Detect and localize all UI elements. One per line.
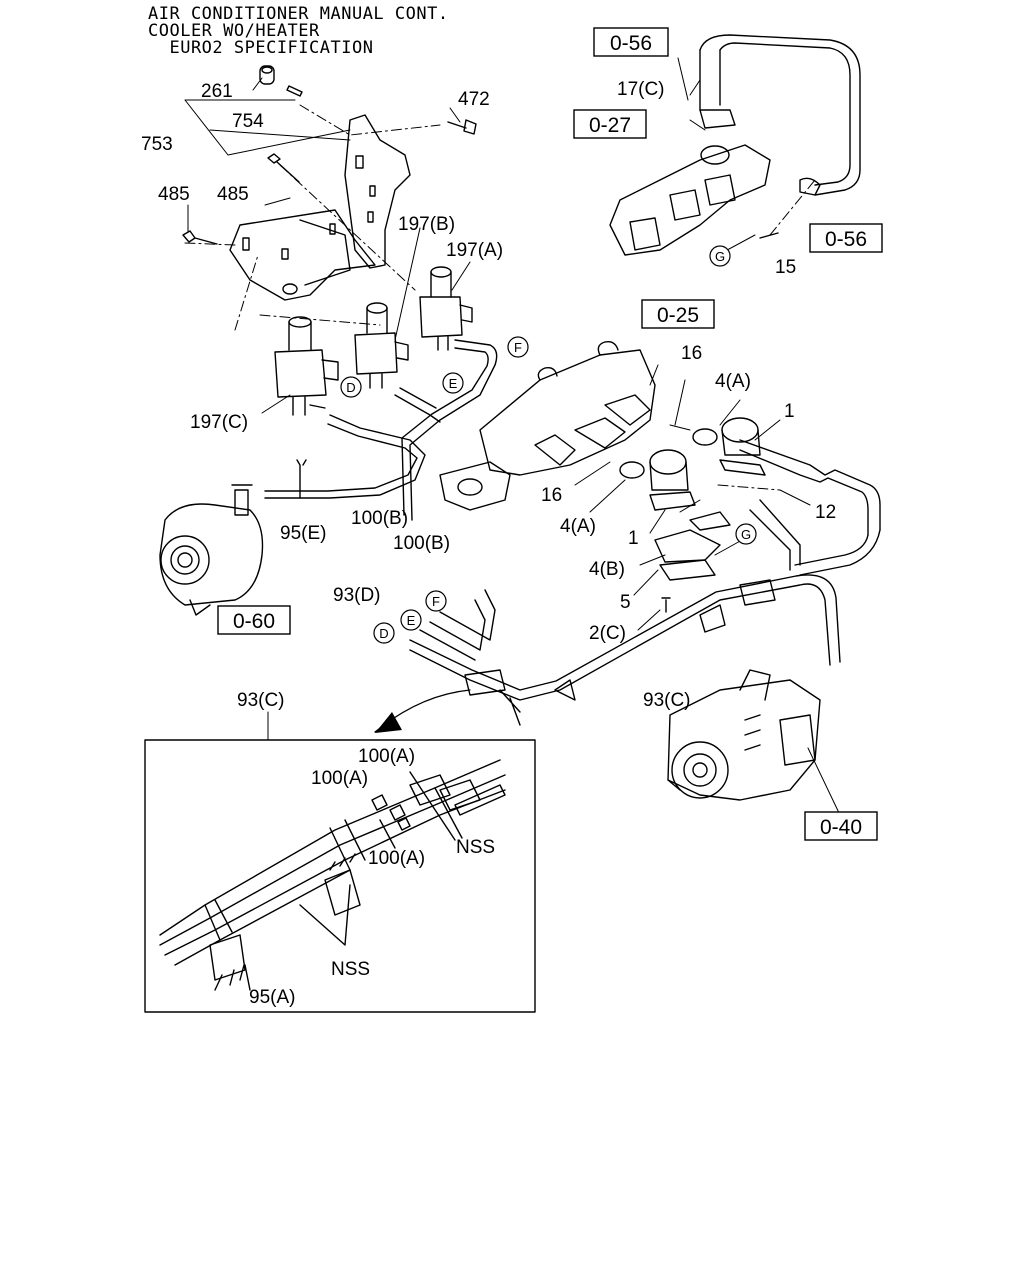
- svg-text:G: G: [741, 527, 751, 542]
- callout-1-upper: 1: [784, 401, 795, 422]
- callout-1-lower: 1: [628, 528, 639, 549]
- intake-manifold-upper: [609, 109, 821, 256]
- connector-d-upper: D: [340, 376, 362, 398]
- callout-261: 261: [201, 81, 233, 102]
- callout-100a-left: 100(A): [311, 768, 368, 789]
- leader-lines-center: [574, 57, 816, 631]
- detail-inset-box: [144, 739, 536, 1013]
- egr-valve-lower: [619, 449, 731, 613]
- egr-valve-upper: [692, 417, 766, 476]
- callout-12: 12: [815, 502, 836, 523]
- callout-95e: 95(E): [280, 523, 326, 544]
- connector-g-upper: G: [709, 245, 731, 267]
- svg-text:0-25: 0-25: [657, 304, 699, 327]
- callout-16-upper: 16: [681, 343, 702, 364]
- connector-e-lower: E: [400, 609, 422, 631]
- callout-100b-lower: 100(B): [393, 533, 450, 554]
- svg-text:0-40: 0-40: [820, 816, 862, 839]
- ref-0-25: 0-25: [641, 299, 715, 329]
- callout-16-lower: 16: [541, 485, 562, 506]
- callout-93d: 93(D): [333, 585, 381, 606]
- svg-text:F: F: [514, 340, 522, 355]
- callout-5: 5: [620, 592, 631, 613]
- bracket-assembly: [229, 114, 411, 301]
- callout-100b-upper: 100(B): [351, 508, 408, 529]
- title-line-3: EURO2 SPECIFICATION: [148, 38, 374, 58]
- callout-197a: 197(A): [446, 240, 503, 261]
- vsv-valve-197a: [419, 266, 473, 351]
- callout-93c-left: 93(C): [237, 690, 285, 711]
- vacuum-hoses-upper: [264, 339, 498, 521]
- svg-text:G: G: [715, 249, 725, 264]
- connector-markers: F D E G G D E F: [340, 245, 757, 644]
- callout-197c: 197(C): [190, 412, 248, 433]
- inset-pipe-bundle: [159, 759, 506, 991]
- svg-text:E: E: [407, 613, 416, 628]
- callout-2c: 2(C): [589, 623, 626, 644]
- ref-0-56-right: 0-56: [809, 223, 883, 253]
- exhaust-manifold: [439, 340, 656, 511]
- callout-100a-top: 100(A): [358, 746, 415, 767]
- vsv-valve-197b: [354, 302, 409, 389]
- pipe-bundle-main: [409, 574, 841, 726]
- connector-e-upper: E: [442, 372, 464, 394]
- callout-4a-upper: 4(A): [715, 371, 751, 392]
- connector-d-lower: D: [373, 622, 395, 644]
- inset-arrow-head: [375, 712, 402, 733]
- ref-0-27: 0-27: [573, 109, 647, 139]
- title-line-1: AIR CONDITIONER MANUAL CONT.: [148, 4, 449, 24]
- svg-text:D: D: [346, 380, 355, 395]
- egr-pipes: [699, 34, 881, 576]
- svg-text:0-60: 0-60: [233, 610, 275, 633]
- ref-0-40: 0-40: [804, 811, 878, 841]
- callout-472: 472: [458, 89, 490, 110]
- leader-lines-left: [184, 77, 471, 414]
- ref-0-56-top: 0-56: [593, 27, 669, 57]
- svg-text:D: D: [379, 626, 388, 641]
- part-callouts: 261 754 753 472 485 485 197(B) 197(A) 19…: [141, 79, 836, 1008]
- callout-93c-right: 93(C): [643, 690, 691, 711]
- connector-f-upper: F: [507, 336, 529, 358]
- title-line-2: COOLER WO/HEATER: [148, 21, 320, 41]
- callout-nss-bottom: NSS: [331, 959, 370, 980]
- connector-g-lower: G: [735, 523, 757, 545]
- callout-754: 754: [232, 111, 264, 132]
- callout-4b: 4(B): [589, 559, 625, 580]
- svg-text:F: F: [432, 594, 440, 609]
- callout-nss-right: NSS: [456, 837, 495, 858]
- callout-4a-lower: 4(A): [560, 516, 596, 537]
- svg-text:0-56: 0-56: [825, 228, 867, 251]
- injection-pump: [667, 669, 841, 816]
- callout-100a-bottom: 100(A): [368, 848, 425, 869]
- vacuum-pump: [159, 484, 264, 616]
- callout-95a: 95(A): [249, 987, 295, 1008]
- svg-text:0-27: 0-27: [589, 114, 631, 137]
- connector-f-lower: F: [425, 590, 447, 612]
- callout-753: 753: [141, 134, 173, 155]
- callout-15: 15: [775, 257, 796, 278]
- ref-0-60: 0-60: [217, 605, 291, 635]
- svg-text:0-56: 0-56: [610, 32, 652, 55]
- callout-197b: 197(B): [398, 214, 455, 235]
- callout-485-left: 485: [158, 184, 190, 205]
- callout-17c: 17(C): [617, 79, 665, 100]
- reference-boxes: 0-56 0-27 0-56 0-25 0-60 0-40: [217, 27, 883, 841]
- vsv-valve-197c: [274, 316, 339, 416]
- svg-text:E: E: [449, 376, 458, 391]
- callout-485-right: 485: [217, 184, 249, 205]
